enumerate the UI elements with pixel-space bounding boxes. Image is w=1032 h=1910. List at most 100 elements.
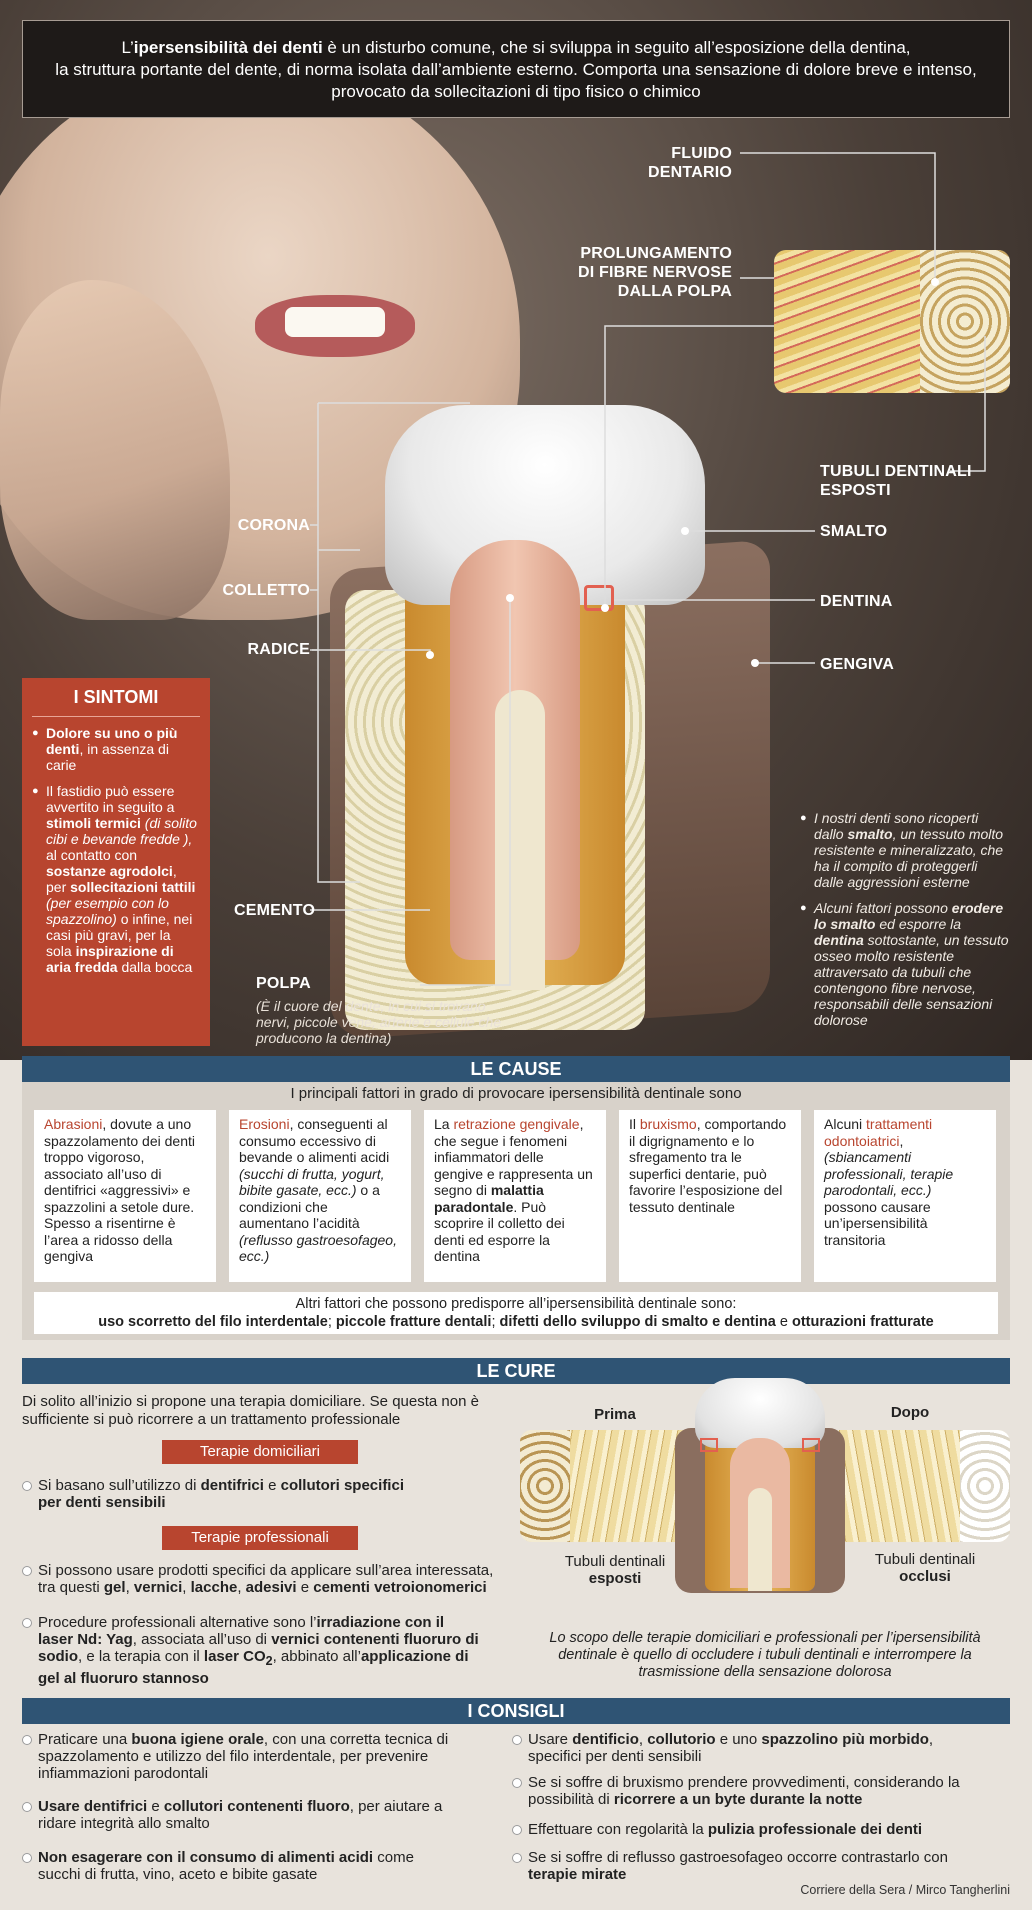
tubules-line: Tubuli dentinali <box>564 1553 666 1570</box>
tip-text: Usare <box>528 1731 573 1748</box>
zoom-focus-box <box>584 585 614 611</box>
symptom-bold: Dolore su uno o più denti <box>46 725 178 757</box>
symptom-text: Il fastidio può essere avvertito in segu… <box>46 783 175 815</box>
enamel-note-item: Alcuni fattori possono erodere lo smalto… <box>800 900 1010 1028</box>
hero-illustration: L’ipersensibilità dei denti è un disturb… <box>0 0 1032 1060</box>
mini-tooth-illustration <box>670 1378 850 1593</box>
tip-bold: buona igiene orale <box>131 1731 264 1748</box>
symptom-italic: (per esempio con lo spazzolino) <box>46 895 169 927</box>
credit-line: Corriere della Sera / Mirco Tangherlini <box>800 1883 1010 1897</box>
symptom-bold: inspirazione di aria fredda <box>46 943 174 975</box>
symptom-text: o infine, nei casi più gravi, per la sol… <box>46 911 193 959</box>
cure-text: Si possono usare prodotti specifici da a… <box>38 1562 494 1596</box>
enamel-note-item: I nostri denti sono ricoperti dallo smal… <box>800 810 1010 890</box>
cause-card-bruxismo: Il bruxismo, comportando il digrignament… <box>619 1110 801 1282</box>
cure-text: , abbinato all’ <box>272 1648 361 1665</box>
other-factors-list: uso scorretto del filo interdentale; pic… <box>34 1313 998 1331</box>
cause-text: , conseguenti al consumo eccessivo di be… <box>239 1116 390 1165</box>
cures-intro: Di solito all’inizio si propone una tera… <box>22 1393 479 1428</box>
other-factors-intro: Altri fattori che possono predisporre al… <box>295 1296 737 1312</box>
tip-item: Usare dentificio, collutorio e uno spazz… <box>512 1731 952 1765</box>
intro-line-2: la struttura portante del dente, di norm… <box>55 60 977 79</box>
cause-text: possono causare un’ipersensibilità trans… <box>824 1198 931 1248</box>
label-line: ESPOSTI <box>820 482 891 499</box>
note-text: Alcuni fattori possono <box>814 900 952 916</box>
tip-text: Se si soffre di reflusso gastroesofageo … <box>528 1849 948 1866</box>
tip-text: , con una corretta tecnica di spazzolame… <box>38 1731 449 1782</box>
cure-text: , <box>237 1579 246 1596</box>
cause-text: o a condizioni che aumentano l’acidità <box>239 1182 380 1231</box>
tip-bold: collutori contenenti fluoro <box>163 1798 350 1815</box>
cause-bold: malattia paradontale <box>434 1182 544 1215</box>
tip-text: , specifici per denti sensibili <box>528 1731 934 1765</box>
tips-header: I CONSIGLI <box>22 1698 1010 1724</box>
cure-text: e <box>296 1579 314 1596</box>
teeth-illustration <box>285 307 385 337</box>
cure-bold: applicazione di gel al fluoruro stannoso <box>38 1648 469 1687</box>
cure-bold: vernici contenenti fluoruro di sodio <box>38 1631 479 1665</box>
cure-bold: dentifrici <box>200 1477 264 1494</box>
cause-keyword: Abrasioni <box>44 1116 103 1132</box>
symptom-text: dalla bocca <box>117 959 193 975</box>
tip-bold: ricorrere a un byte durante la notte <box>613 1791 863 1808</box>
cause-italic: (reflusso gastroesofageo, ecc.) <box>239 1231 397 1265</box>
cause-italic: (succhi di frutta, yogurt, bibite gasate… <box>239 1165 385 1199</box>
tip-item: Se si soffre di bruxismo prendere provve… <box>512 1774 982 1808</box>
cause-card-abrasioni: Abrasioni, dovute a uno spazzolamento de… <box>34 1110 216 1282</box>
tip-item: Non esagerare con il consumo di alimenti… <box>22 1849 442 1883</box>
tip-text: , per aiutare a ridare integrità allo sm… <box>38 1798 443 1832</box>
mini-focus-left <box>700 1438 718 1452</box>
label-line: PROLUNGAMENTO <box>580 245 732 262</box>
note-text: I nostri denti sono ricoperti dallo <box>814 810 979 842</box>
tip-text: Effettuare con regolarità la <box>528 1821 708 1838</box>
tip-text: Se si soffre di bruxismo prendere provve… <box>528 1774 960 1808</box>
label-radice: RADICE <box>247 641 310 658</box>
cause-italic: (sbiancamenti professionali, terapie par… <box>824 1149 954 1198</box>
symptoms-panel: I SINTOMI Dolore su uno o più denti, in … <box>22 678 210 1046</box>
intro-box: L’ipersensibilità dei denti è un disturb… <box>22 20 1010 118</box>
label-smalto: SMALTO <box>820 523 888 540</box>
note-bold: dentina <box>814 932 864 948</box>
label-gengiva: GENGIVA <box>820 656 895 673</box>
cure-text: , e la terapia con il <box>78 1648 204 1665</box>
tip-item: Se si soffre di reflusso gastroesofageo … <box>512 1849 952 1883</box>
home-therapy-pill: Terapie domiciliari <box>162 1440 358 1464</box>
cure-bold: vernici <box>133 1579 183 1596</box>
label-polpa: POLPA <box>256 975 311 992</box>
pro-therapy-item: Procedure professionali alternative sono… <box>22 1614 482 1687</box>
symptom-italic: (di solito cibi e bevande fredde ), <box>46 815 197 847</box>
before-label: Prima <box>594 1406 636 1423</box>
cure-text: , <box>182 1579 191 1596</box>
cure-text: Si basano sull’utilizzo di <box>38 1477 201 1494</box>
cure-bold: laser CO <box>203 1648 266 1665</box>
cause-text: , che segue i fenomeni infiammatori dell… <box>434 1116 593 1198</box>
cure-bold: gel <box>103 1579 126 1596</box>
intro-line-1: L’ipersensibilità dei denti è un disturb… <box>43 37 989 59</box>
cause-keyword: Erosioni <box>239 1116 290 1132</box>
tip-bold: Usare dentifrici <box>38 1798 148 1815</box>
tubules-zoom-inset <box>774 250 1010 393</box>
cause-text: . Può scoprire il colletto dei denti ed … <box>434 1198 565 1265</box>
tubules-state: occlusi <box>899 1568 951 1585</box>
factor-bold: otturazioni fratturate <box>791 1314 934 1330</box>
factor-bold: uso scorretto del filo interdentale <box>98 1314 328 1330</box>
cause-card-retrazione: La retrazione gengivale, che segue i fen… <box>424 1110 606 1282</box>
label-cemento: CEMENTO <box>234 902 316 919</box>
factor-bold: difetti dello sviluppo di smalto e denti… <box>499 1314 776 1330</box>
note-bold: smalto <box>847 826 893 842</box>
tip-text: , <box>638 1731 648 1748</box>
cause-text: , <box>899 1132 904 1149</box>
tip-bold: pulizia professionale dei denti <box>707 1821 923 1838</box>
cause-text: La <box>434 1116 454 1132</box>
cause-keyword: bruxismo <box>639 1116 697 1132</box>
enamel-note: I nostri denti sono ricoperti dallo smal… <box>800 810 1010 1038</box>
polpa-note: (È il cuore del dente, in cui si trovano… <box>256 998 502 1046</box>
label-corona: CORONA <box>237 517 310 534</box>
intro-text: è un disturbo comune, che si sviluppa in… <box>322 38 911 57</box>
cure-bold: irradiazione con il laser Nd: Yag <box>38 1614 445 1648</box>
occluded-tubules-strip <box>820 1430 1010 1542</box>
cures-goal-note: Lo scopo delle terapie domiciliari e pro… <box>549 1630 981 1680</box>
